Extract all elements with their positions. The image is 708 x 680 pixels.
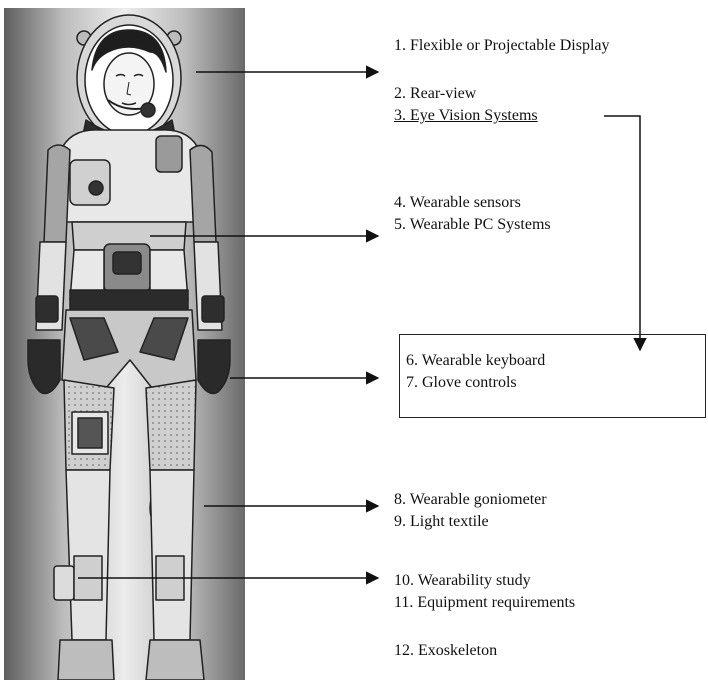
label-wearable-pc: 5. Wearable PC Systems (394, 214, 551, 236)
chest-emblem (89, 181, 103, 195)
label-flexible-display: 1. Flexible or Projectable Display (394, 35, 610, 57)
label-glove-controls: 7. Glove controls (406, 372, 517, 394)
label-wearable-sensors: 4. Wearable sensors (394, 192, 521, 214)
label-wearable-keyboard: 6. Wearable keyboard (406, 350, 545, 372)
label-equipment-requirements: 11. Equipment requirements (394, 592, 575, 614)
shin-device (54, 566, 74, 600)
arrow-vision-to-box (604, 116, 640, 350)
label-light-textile: 9. Light textile (394, 511, 489, 533)
label-wearability-study: 10. Wearability study (394, 570, 531, 592)
label-eye-vision-text: 3. Eye Vision Systems (394, 107, 538, 124)
label-eye-vision: 3. Eye Vision Systems (394, 105, 538, 127)
label-goniometer: 8. Wearable goniometer (394, 489, 547, 511)
label-rear-view: 2. Rear-view (394, 83, 476, 105)
label-exoskeleton: 12. Exoskeleton (394, 640, 497, 662)
